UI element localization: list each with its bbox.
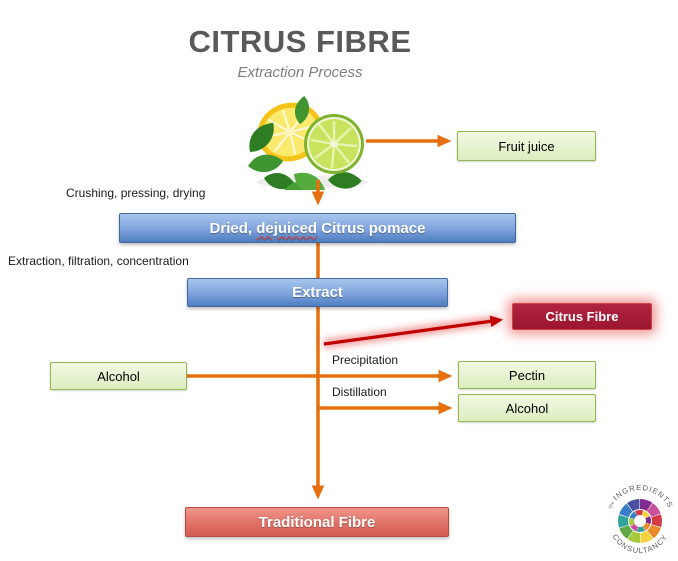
node-alcohol-input-label: Alcohol xyxy=(97,368,140,384)
node-citrus-fibre-label: Citrus Fibre xyxy=(545,309,619,324)
node-alcohol-output-label: Alcohol xyxy=(505,400,549,416)
node-dried-dejuiced-citrus-pomace: Dried, dejuiced Citrus pomace xyxy=(119,213,516,243)
node-fruit-juice: Fruit juice xyxy=(457,131,596,161)
node-fruit-juice-label: Fruit juice xyxy=(498,138,555,154)
node-pectin: Pectin xyxy=(458,361,596,389)
label-precipitation: Precipitation xyxy=(332,353,399,367)
node-pomace-label: Dried, dejuiced Citrus pomace xyxy=(209,219,426,237)
arrow-extract-to-citrus-fibre xyxy=(323,315,504,346)
misspelled-word: dejuiced xyxy=(256,219,318,237)
svg-text:CONSULTANCY: CONSULTANCY xyxy=(611,532,670,555)
label-distillation: Distillation xyxy=(332,385,387,399)
glow-citrus-fibre-arrow xyxy=(323,315,499,349)
node-extract: Extract xyxy=(187,278,448,307)
ingredients-consultancy-logo: theINGREDIENTS CONSULTANCY xyxy=(602,484,678,560)
node-alcohol-output: Alcohol xyxy=(458,394,596,422)
citrus-fruit-image xyxy=(242,94,368,190)
page-title: CITRUS FIBRE xyxy=(188,24,412,59)
logo-color-wheel-icon xyxy=(618,499,662,543)
page-subtitle: Extraction Process xyxy=(237,64,363,81)
node-alcohol-input: Alcohol xyxy=(50,362,187,390)
svg-text:theINGREDIENTS: theINGREDIENTS xyxy=(607,484,675,510)
logo-circular-text: theINGREDIENTS CONSULTANCY xyxy=(607,484,675,555)
node-traditional-fibre-label: Traditional Fibre xyxy=(258,513,376,531)
node-citrus-fibre: Citrus Fibre xyxy=(512,303,652,330)
node-pectin-label: Pectin xyxy=(508,367,546,383)
label-extraction-filtration-concentration: Extraction, filtration, concentration xyxy=(8,254,189,268)
node-traditional-fibre: Traditional Fibre xyxy=(185,507,449,537)
node-extract-label: Extract xyxy=(292,284,343,301)
label-crushing-pressing-drying: Crushing, pressing, drying xyxy=(66,186,206,200)
